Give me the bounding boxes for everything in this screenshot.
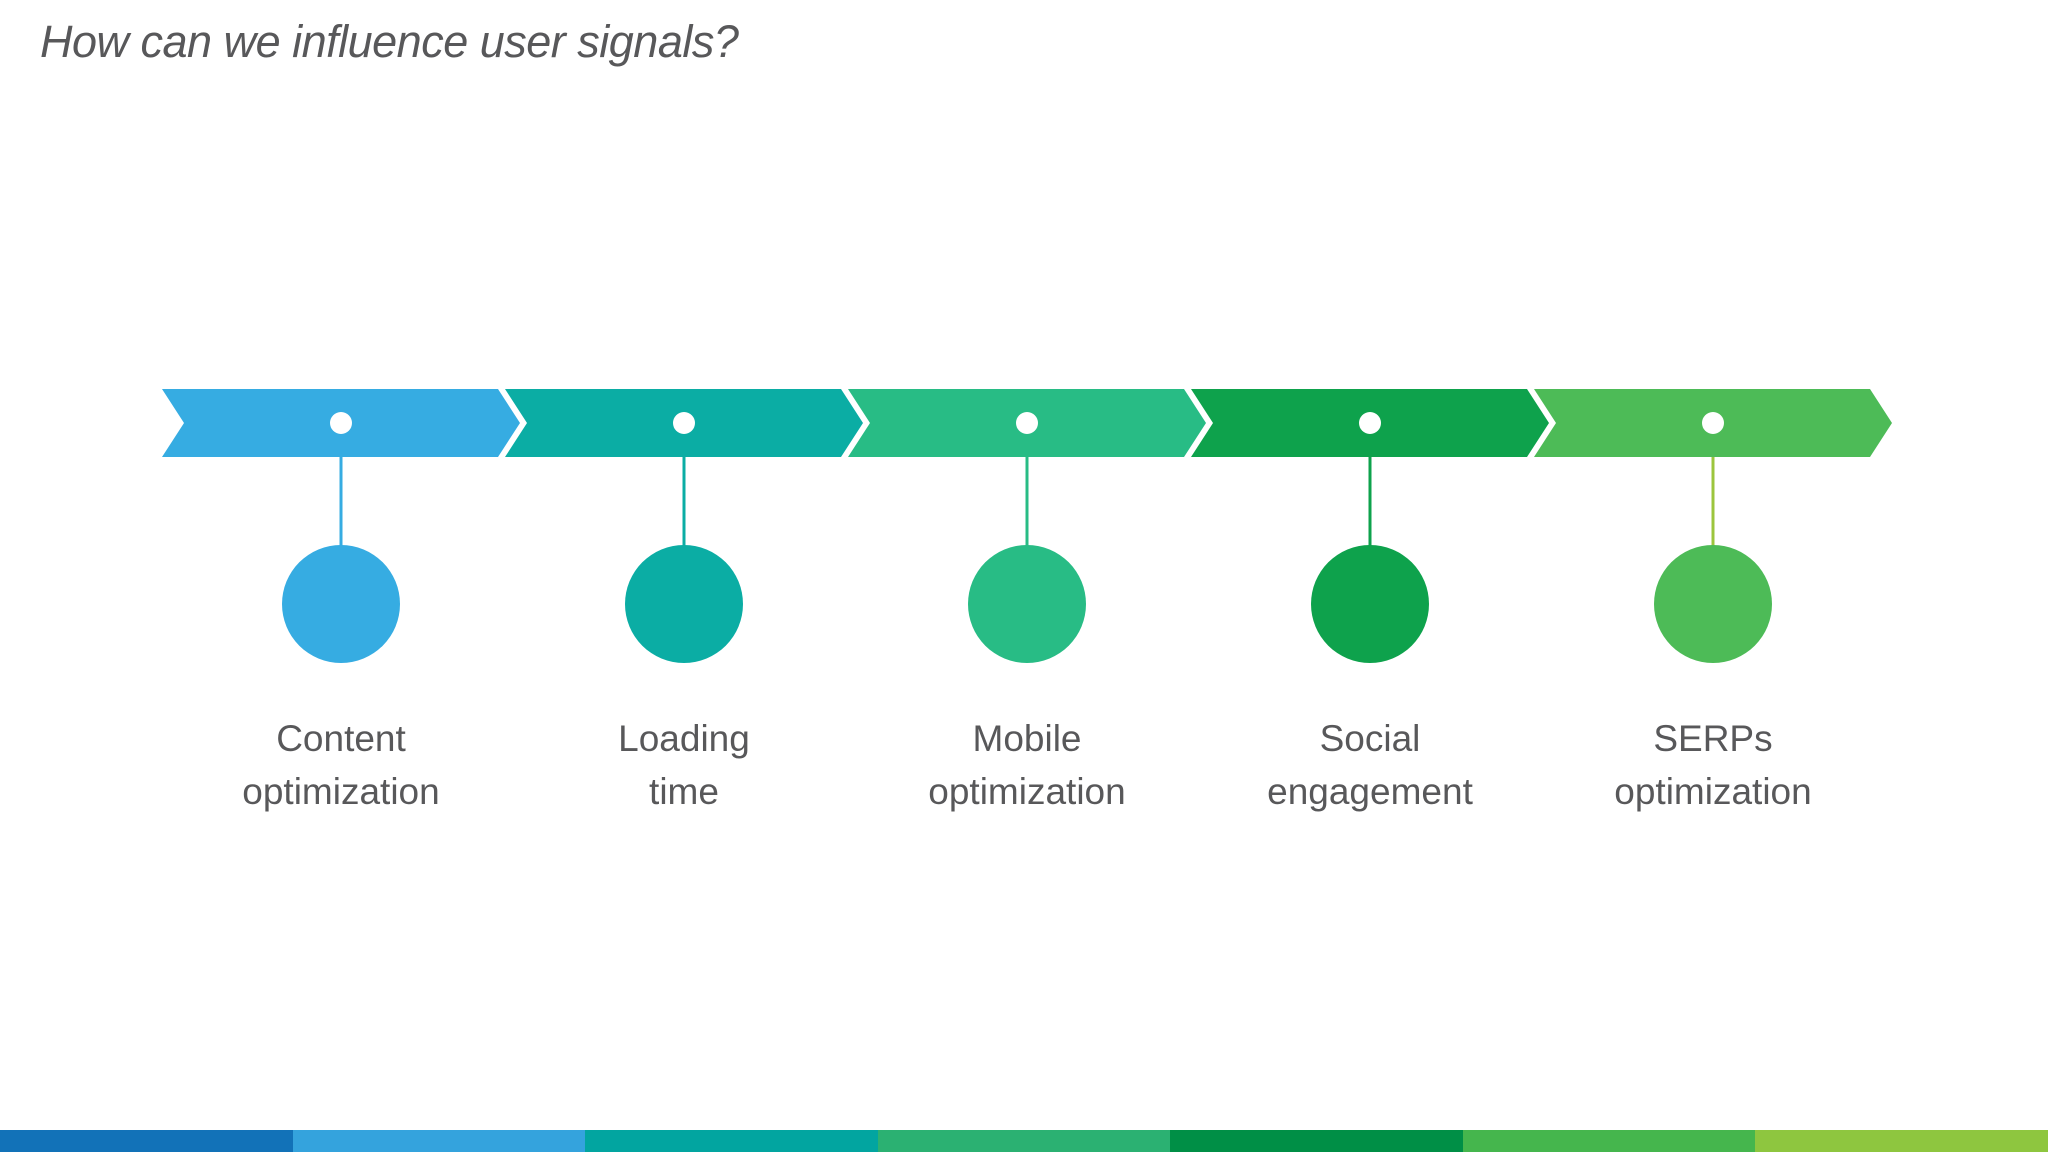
footer-color-segment [585,1130,878,1152]
footer-color-segment [877,1130,1171,1152]
step-label-line: time [649,771,719,812]
footer-color-segment [1462,1130,1756,1152]
footer-color-segment [0,1130,293,1152]
slide-title: How can we influence user signals? [40,16,739,67]
step-label-line: optimization [1614,771,1812,812]
step-circle [1654,545,1772,663]
step-circle [282,545,400,663]
timeline-dot [330,412,352,434]
step-label-line: Mobile [972,718,1082,759]
step-label-serps-optimization: SERPs optimization [1533,712,1893,818]
step-label-line: optimization [242,771,440,812]
footer-color-bar [0,1130,2048,1152]
timeline-dot [673,412,695,434]
step-label-loading-time: Loading time [504,712,864,818]
footer-color-segment [292,1130,586,1152]
step-labels: Content optimization Loading time Mobile… [0,712,2048,842]
step-label-content-optimization: Content optimization [161,712,521,818]
step-label-line: engagement [1267,771,1473,812]
step-circle [625,545,743,663]
step-circle [968,545,1086,663]
step-circle [1311,545,1429,663]
step-label-line: Social [1319,718,1421,759]
step-label-line: Content [276,718,406,759]
footer-color-segment [1170,1130,1463,1152]
step-label-mobile-optimization: Mobile optimization [847,712,1207,818]
step-label-line: optimization [928,771,1126,812]
timeline-dot [1359,412,1381,434]
step-label-line: SERPs [1653,718,1773,759]
footer-color-segment [1755,1130,2048,1152]
step-label-line: Loading [618,718,750,759]
step-label-social-engagement: Social engagement [1190,712,1550,818]
timeline-dot [1702,412,1724,434]
timeline-dot [1016,412,1038,434]
